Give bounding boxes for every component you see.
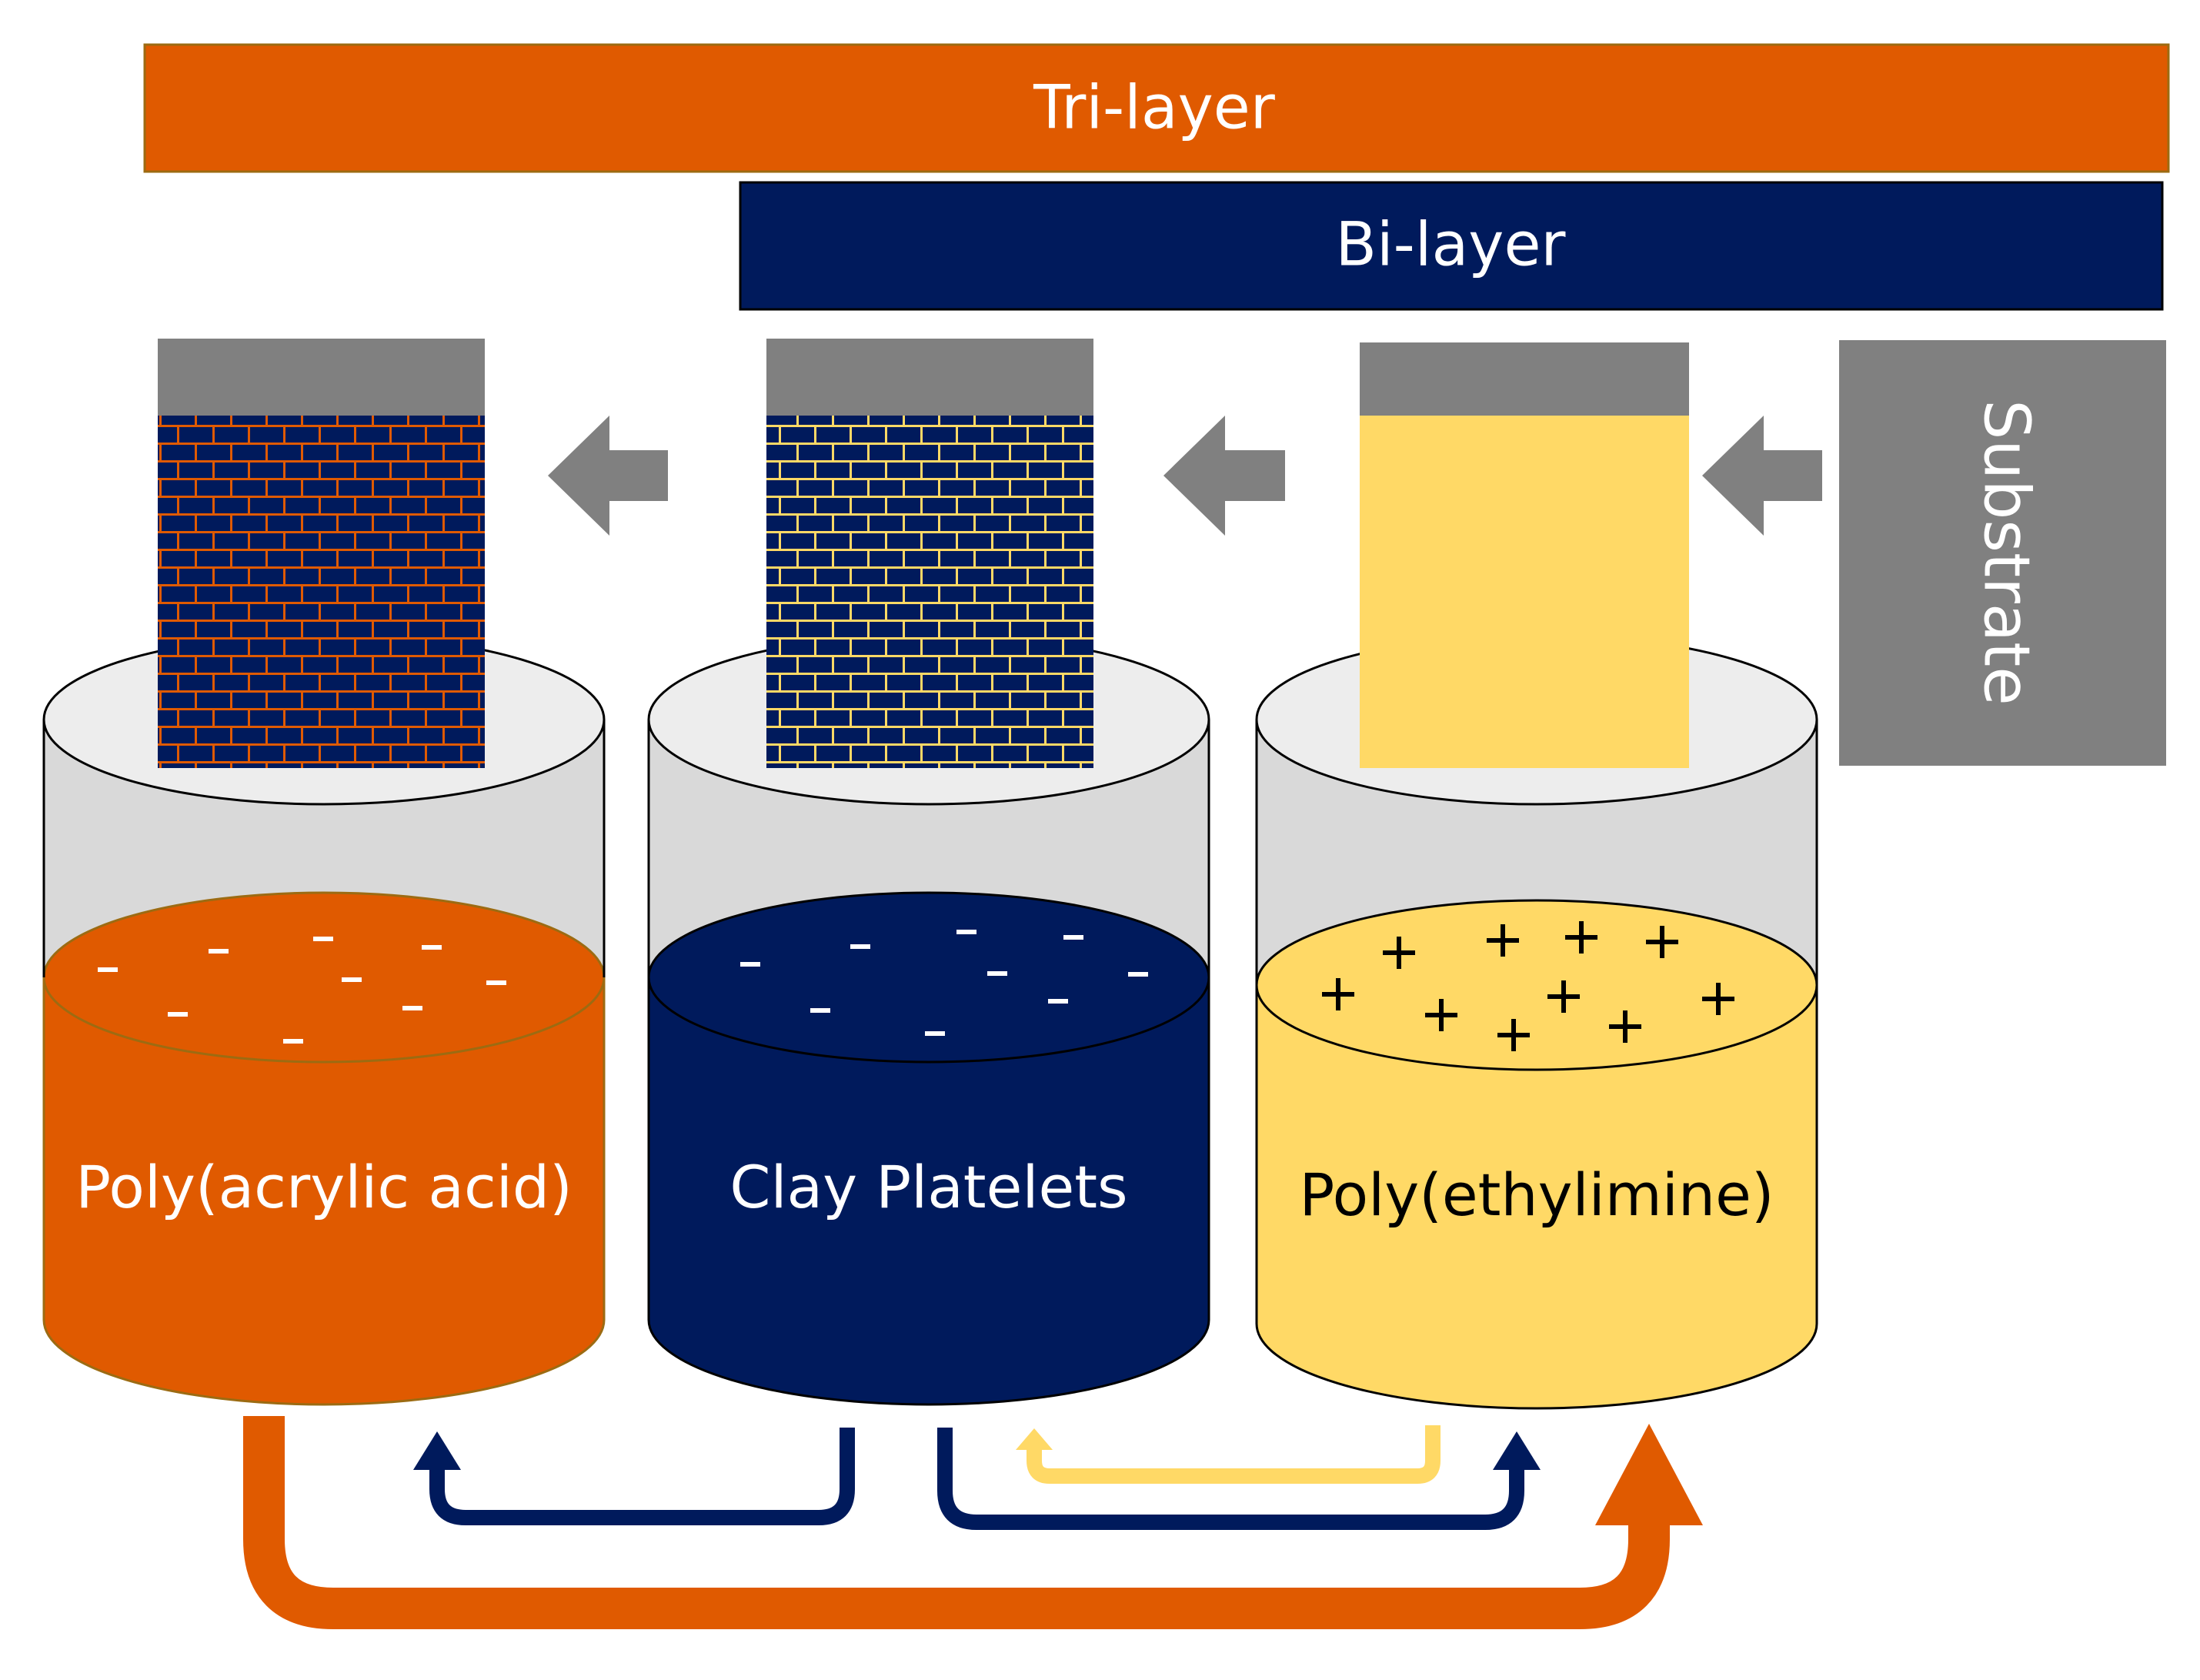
beaker-pei-label: Poly(ethylimine) (1299, 1161, 1774, 1229)
bilayer-return-arrow-left (413, 1428, 855, 1525)
arrow-left-icon (1163, 416, 1285, 536)
sample-pei-coating (1360, 416, 1689, 768)
sample-bilayer-coating (766, 416, 1093, 768)
sample-trilayer-holder (158, 339, 485, 416)
beaker-clay-label: Clay Platelets (729, 1153, 1127, 1221)
sample-bilayer-holder (766, 339, 1093, 416)
arrow-left-icon (548, 416, 668, 536)
pei-to-clay-arrow (1016, 1425, 1441, 1484)
bilayer-bar (739, 181, 2164, 311)
arrow-left-icon (1702, 416, 1822, 536)
bilayer-label: Bi-layer (1335, 210, 1566, 279)
substrate-label: Substrate (1970, 399, 2043, 706)
beaker-paa-label: Poly(acrylic acid) (75, 1153, 572, 1221)
trilayer-bar (143, 43, 2170, 173)
trilayer-label: Tri-layer (1033, 73, 1276, 142)
sample-pei-holder (1360, 342, 1689, 416)
trilayer-cycle-arrow (243, 1416, 1703, 1629)
positive-charges (1322, 921, 1734, 1051)
negative-charges (740, 930, 1148, 1036)
negative-charges (98, 937, 506, 1044)
sample-trilayer-coating (158, 416, 485, 768)
bilayer-return-arrow-right (937, 1428, 1541, 1530)
substrate-block (1839, 340, 2166, 766)
